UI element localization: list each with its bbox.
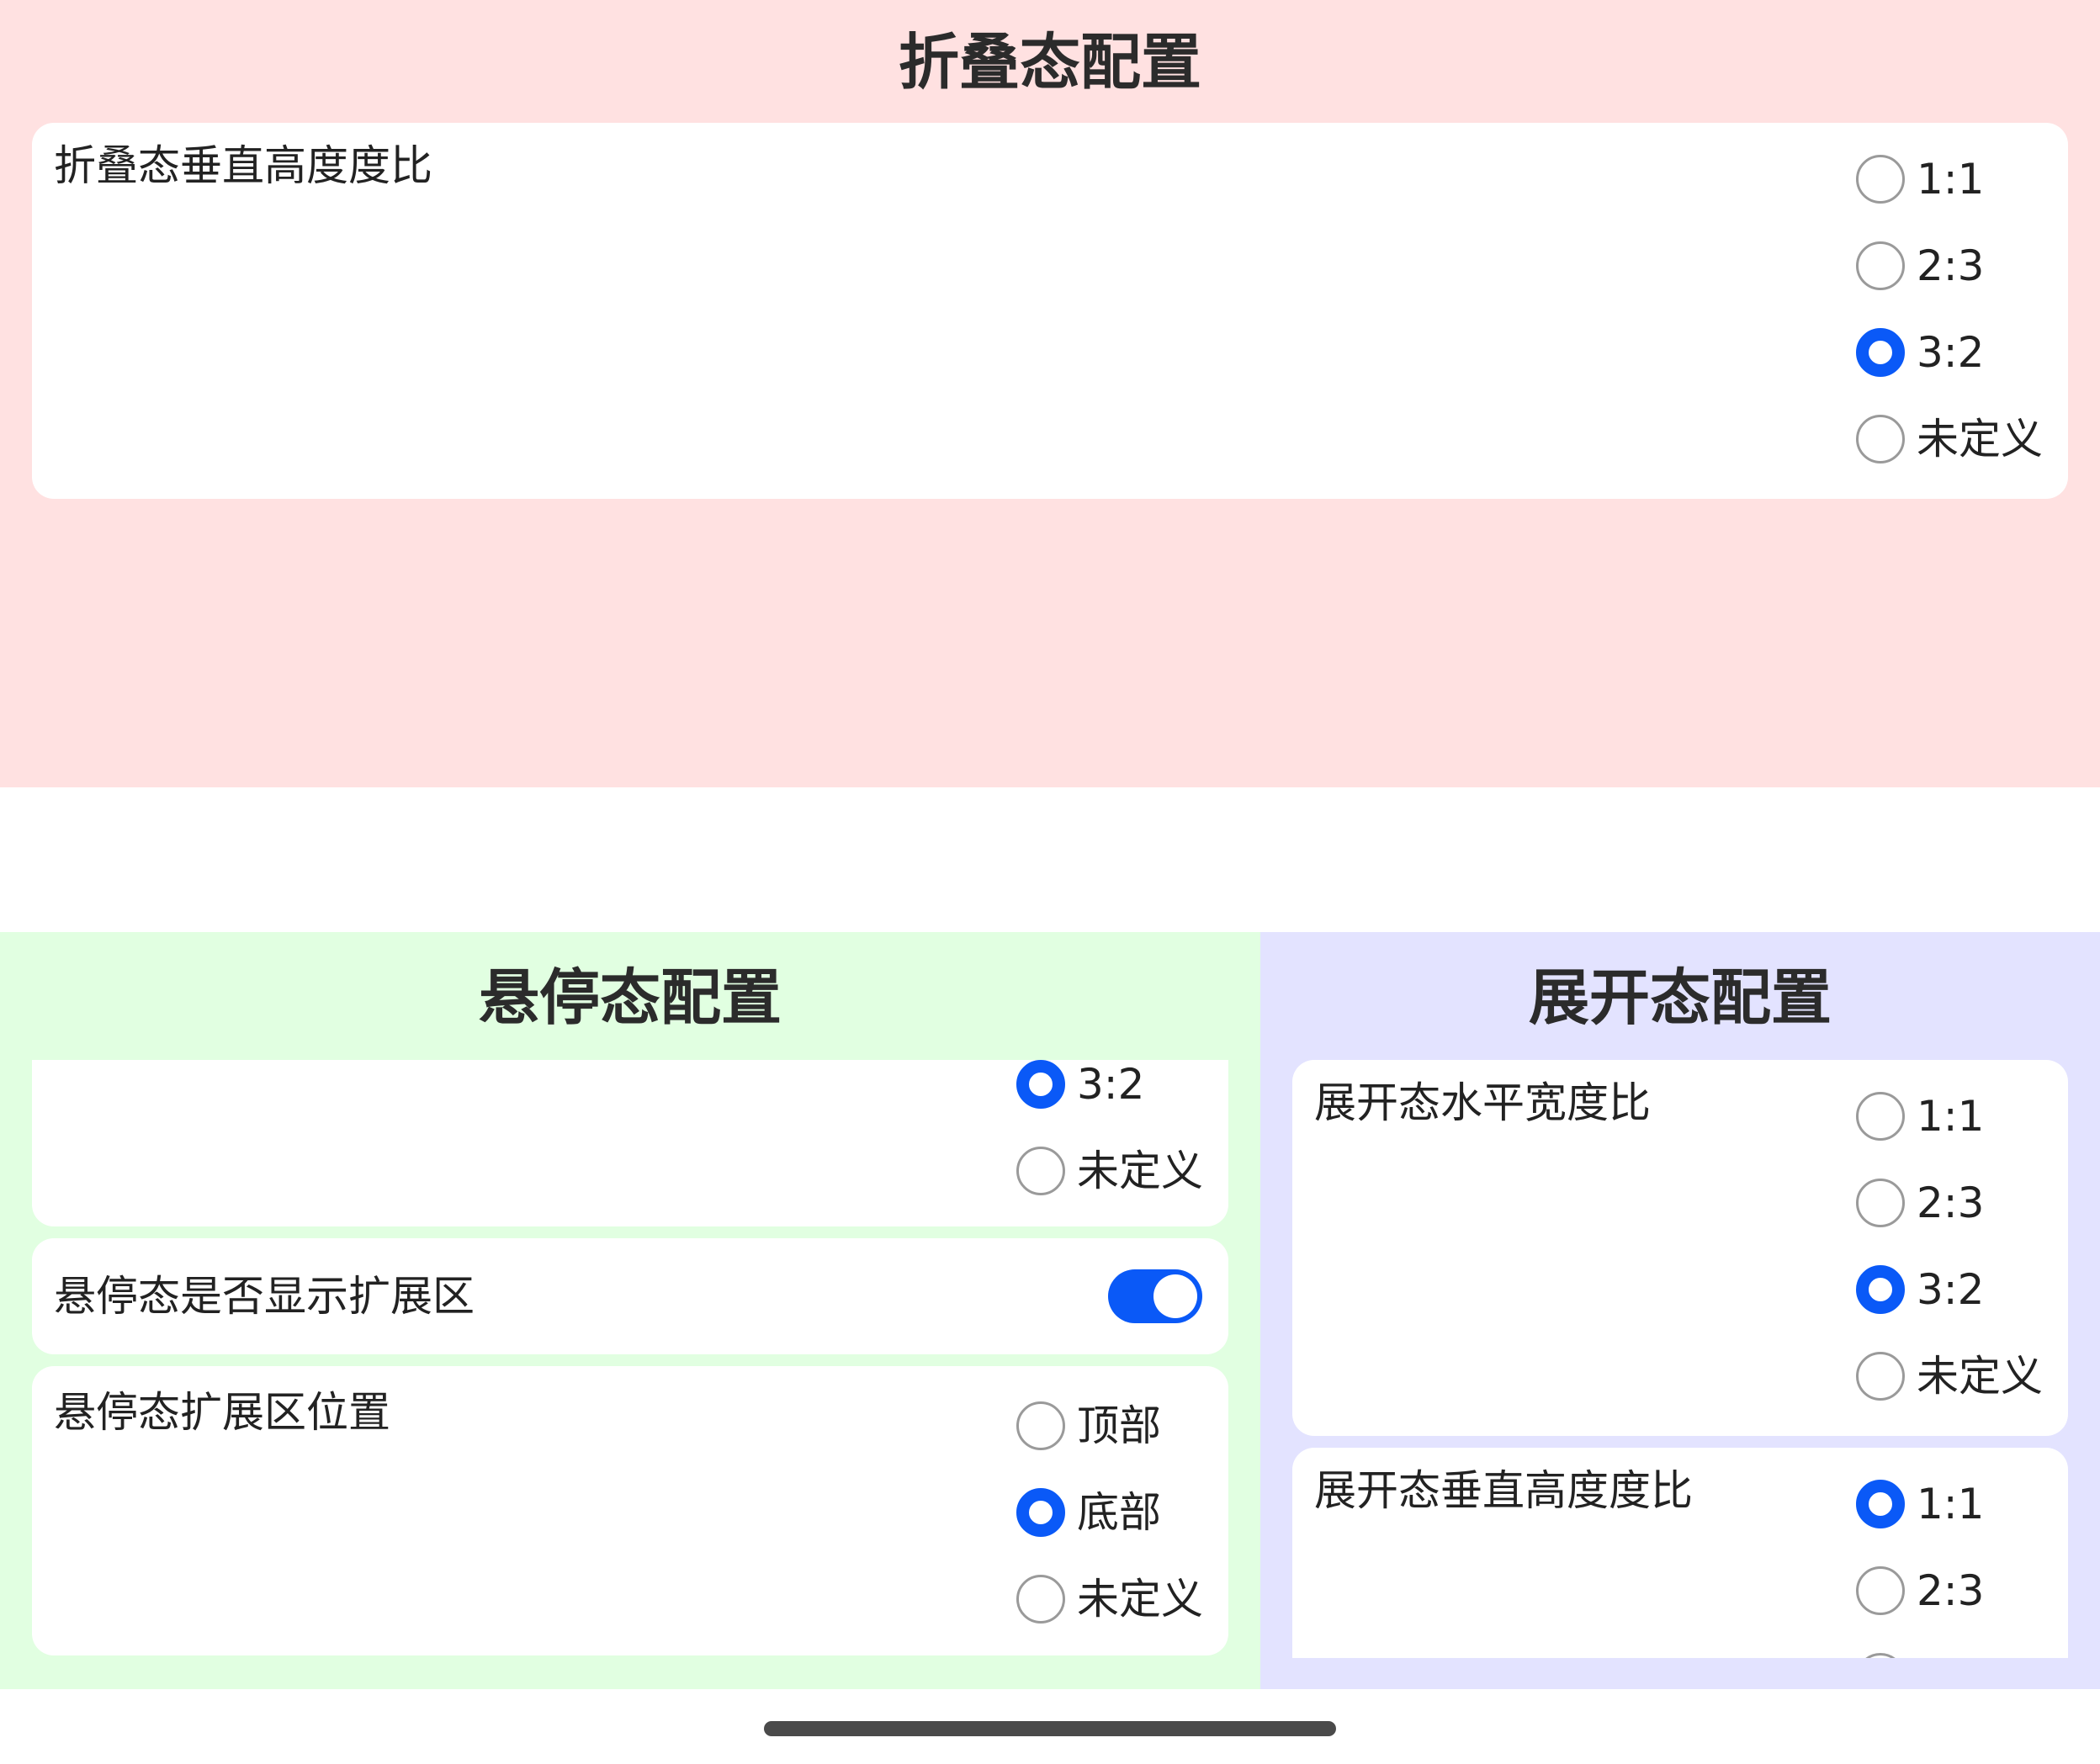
- radio-icon[interactable]: [1856, 1566, 1905, 1615]
- hover-ratio-card: 3:2 未定义: [32, 1060, 1228, 1226]
- expanded-vratio-option-2-3[interactable]: 2:3: [1856, 1561, 1984, 1620]
- folded-ratio-option-undefined[interactable]: 未定义: [1856, 410, 2043, 469]
- home-indicator-bar[interactable]: [764, 1721, 1336, 1736]
- radio-icon[interactable]: [1856, 1352, 1905, 1401]
- radio-icon[interactable]: [1016, 1575, 1065, 1624]
- folded-ratio-option-2-3[interactable]: 2:3: [1856, 236, 1984, 295]
- toggle-knob: [1153, 1274, 1197, 1318]
- radio-icon[interactable]: [1856, 155, 1905, 204]
- radio-icon[interactable]: [1856, 241, 1905, 290]
- radio-icon[interactable]: [1016, 1147, 1065, 1195]
- expanded-hratio-option-2-3[interactable]: 2:3: [1856, 1173, 1984, 1232]
- radio-selected-icon[interactable]: [1016, 1060, 1065, 1109]
- hover-extension-position-label: 悬停态扩展区位置: [54, 1388, 390, 1437]
- expanded-panel-title: 展开态配置: [1528, 962, 1832, 1033]
- expanded-vratio-option-hidden[interactable]: [1856, 1648, 1905, 1658]
- folded-vertical-ratio-label: 折叠态垂直高度度比: [54, 141, 432, 190]
- hover-show-extension-card: 悬停态是否显示扩展区: [32, 1238, 1228, 1354]
- expanded-vratio-option-1-1[interactable]: 1:1: [1856, 1475, 1984, 1534]
- expanded-horizontal-ratio-label: 展开态水平宽度比: [1314, 1078, 1651, 1127]
- radio-icon[interactable]: [1856, 415, 1905, 464]
- expanded-hratio-option-1-1[interactable]: 1:1: [1856, 1087, 1984, 1146]
- expanded-hratio-option-3-2[interactable]: 3:2: [1856, 1260, 1984, 1319]
- hover-position-option-bottom[interactable]: 底部: [1016, 1483, 1161, 1542]
- hover-extension-position-card: 悬停态扩展区位置 顶部 底部 未定义: [32, 1366, 1228, 1655]
- hover-config-panel: 悬停态配置 3:2 未定义 悬停态是否显示扩展区 悬停态扩展区位置 顶部 底部 …: [0, 932, 1260, 1689]
- radio-selected-icon[interactable]: [1856, 328, 1905, 377]
- hover-position-option-top[interactable]: 顶部: [1016, 1396, 1161, 1455]
- radio-selected-icon[interactable]: [1016, 1488, 1065, 1537]
- hover-show-extension-label: 悬停态是否显示扩展区: [54, 1272, 475, 1321]
- radio-selected-icon[interactable]: [1856, 1265, 1905, 1314]
- hover-ratio-option-undefined[interactable]: 未定义: [1016, 1142, 1203, 1200]
- expanded-vertical-ratio-card: 展开态垂直高度度比 1:1 2:3: [1292, 1448, 2068, 1658]
- radio-icon[interactable]: [1016, 1401, 1065, 1450]
- radio-icon[interactable]: [1856, 1179, 1905, 1227]
- folded-vertical-ratio-card: 折叠态垂直高度度比 1:1 2:3 3:2 未定义: [32, 123, 2068, 499]
- folded-panel-title: 折叠态配置: [898, 27, 1201, 98]
- expanded-horizontal-ratio-card: 展开态水平宽度比 1:1 2:3 3:2 未定义: [1292, 1060, 2068, 1436]
- radio-selected-icon[interactable]: [1856, 1480, 1905, 1528]
- folded-ratio-option-3-2[interactable]: 3:2: [1856, 323, 1984, 382]
- radio-icon[interactable]: [1856, 1092, 1905, 1141]
- hover-ratio-option-3-2[interactable]: 3:2: [1016, 1060, 1144, 1114]
- hover-panel-title: 悬停态配置: [478, 962, 782, 1033]
- folded-ratio-option-1-1[interactable]: 1:1: [1856, 150, 1984, 209]
- radio-icon[interactable]: [1856, 1653, 1905, 1658]
- hover-position-option-undefined[interactable]: 未定义: [1016, 1570, 1203, 1629]
- expanded-config-panel: 展开态配置 展开态水平宽度比 1:1 2:3 3:2 未定义 展开态垂直高度度比…: [1260, 932, 2100, 1689]
- folded-config-panel: 折叠态配置 折叠态垂直高度度比 1:1 2:3 3:2 未定义: [0, 0, 2100, 787]
- expanded-vertical-ratio-label: 展开态垂直高度度比: [1314, 1466, 1693, 1515]
- expanded-hratio-option-undefined[interactable]: 未定义: [1856, 1347, 2043, 1406]
- hover-show-extension-toggle[interactable]: [1108, 1269, 1202, 1323]
